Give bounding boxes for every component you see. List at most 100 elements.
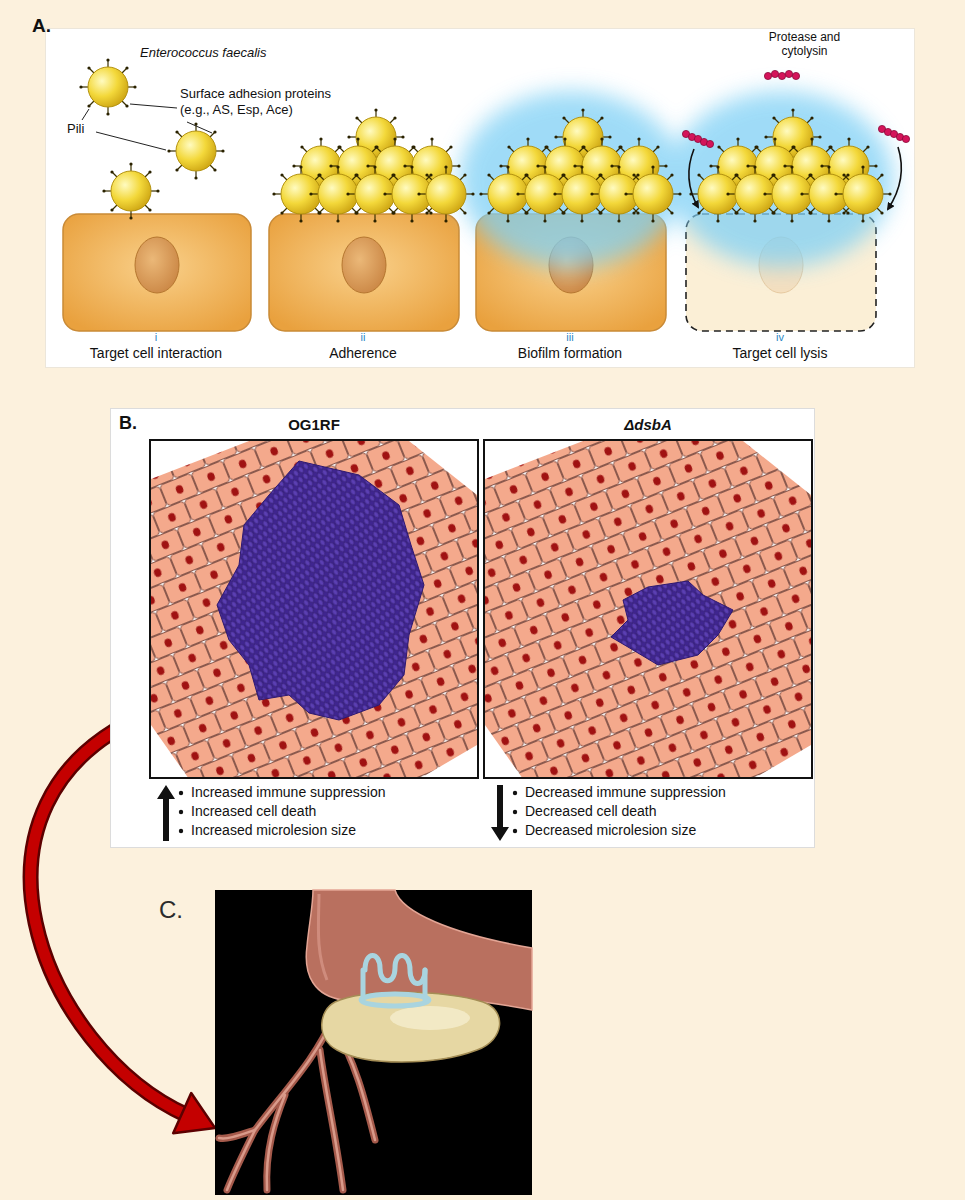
shape-circle	[706, 140, 713, 147]
shape-rect	[149, 439, 479, 779]
shape-circle	[179, 810, 183, 814]
text-holder: C.	[159, 896, 183, 925]
shape-polygon	[157, 785, 175, 841]
shape-use	[102, 162, 159, 219]
stage-caption: Adherence	[263, 345, 463, 362]
stage-caption: Target cell interaction	[56, 345, 256, 362]
shape-rect	[63, 214, 251, 331]
shape-circle	[513, 791, 517, 795]
shape-ellipse	[361, 994, 429, 1006]
image-panel: C.	[215, 890, 532, 1195]
shape-polygon	[217, 461, 424, 720]
panel-letter: A.	[32, 15, 51, 38]
shape-path	[318, 894, 327, 980]
text-holder: Decreased immune suppression	[525, 784, 726, 801]
stage-caption: Target cell lysis	[680, 345, 880, 362]
shape-path	[219, 1130, 255, 1138]
text-holder: Surface adhesion proteins (e.g., AS, Esp…	[180, 86, 350, 117]
toxin-arrows	[689, 147, 901, 209]
callout-label: Surface adhesion proteins (e.g., AS, Esp…	[180, 86, 350, 117]
text-holder: Increased immune suppression	[191, 784, 386, 801]
shape-g	[361, 955, 429, 1006]
arrow-head	[173, 1093, 215, 1133]
text-holder: A.	[32, 15, 51, 38]
text-holder: Increased microlesion size	[191, 822, 356, 839]
panel-frame: A.	[45, 28, 915, 368]
shape-path	[267, 1095, 285, 1190]
effect-text: Decreased microlesion size	[525, 822, 696, 839]
shape-use	[167, 122, 224, 179]
wound-tissue-illustration	[483, 415, 813, 847]
text-holder: ii	[263, 331, 463, 344]
shape-polygon	[485, 441, 811, 779]
shape-rect	[269, 214, 459, 331]
shape-path	[888, 147, 901, 209]
shape-polygon	[611, 581, 733, 665]
stage-number: i	[56, 331, 256, 344]
shape-path	[320, 1050, 343, 1190]
shape-circle	[764, 72, 771, 79]
panel-letter: B.	[119, 413, 137, 435]
shape-ellipse	[459, 91, 683, 267]
text-holder: Decreased cell death	[525, 803, 657, 820]
shape-rect	[150, 440, 478, 778]
shape-use	[417, 165, 474, 222]
shape-line	[187, 122, 212, 133]
callout-label: Pili	[67, 121, 84, 137]
shape-ellipse	[669, 91, 893, 267]
text-holder: ΔdsbA	[483, 416, 813, 434]
text-holder: iv	[680, 331, 880, 344]
shape-line	[82, 109, 89, 120]
shape-path	[267, 1095, 285, 1190]
text-holder: i	[56, 331, 256, 344]
strain-panel: OG1RF Increased immune suppressionIncreas…	[149, 415, 479, 847]
shape-circle	[513, 829, 517, 833]
strain-name: ΔdsbA	[483, 416, 813, 434]
effect-text: Decreased immune suppression	[525, 784, 726, 801]
shape-use	[834, 165, 891, 222]
shape-circle	[902, 135, 909, 142]
shape-circle	[778, 72, 785, 79]
text-holder: Target cell lysis	[680, 345, 880, 362]
shape-path	[365, 955, 425, 983]
shape-circle	[792, 72, 799, 79]
shape-circle	[771, 70, 778, 77]
shape-line	[96, 132, 166, 150]
stage-number: iii	[470, 331, 670, 344]
text-holder: Increased cell death	[191, 803, 316, 820]
biofilm-glow	[459, 91, 893, 267]
shape-path	[320, 1050, 343, 1190]
text-holder: OG1RF	[149, 416, 479, 434]
shape-line	[130, 104, 177, 108]
shape-rect	[483, 439, 813, 779]
shape-circle	[785, 70, 792, 77]
callout-label: Protease and cytolysin	[757, 30, 852, 59]
shape-rect	[484, 440, 812, 778]
text-holder: Protease and cytolysin	[757, 30, 852, 59]
stage-number: iv	[680, 331, 880, 344]
effect-text: Decreased cell death	[525, 803, 657, 820]
shape-polygon	[491, 785, 509, 841]
shape-polygon	[151, 441, 477, 779]
shape-path	[227, 1018, 333, 1190]
shape-path	[322, 992, 500, 1062]
text-holder: B.	[119, 413, 137, 435]
shape-ellipse	[135, 237, 179, 293]
shape-path	[689, 149, 698, 207]
toxin-chains	[682, 70, 909, 147]
panel-letter: C.	[159, 896, 183, 925]
strain-panel: ΔdsbA Decreased immune suppressionDecreas…	[483, 415, 813, 847]
text-holder: Adherence	[263, 345, 463, 362]
shape-ellipse	[390, 1006, 470, 1030]
text-holder: Biofilm formation	[470, 345, 670, 362]
effect-text: Increased cell death	[191, 803, 316, 820]
text-holder: Decreased microlesion size	[525, 822, 696, 839]
species-label: Enterococcus faecalis	[140, 45, 266, 61]
text-holder: Pili	[67, 121, 84, 137]
heart-ct-render	[215, 890, 532, 1195]
infection-stages-illustration	[46, 29, 916, 369]
shape-use	[79, 58, 136, 115]
effect-text: Increased microlesion size	[191, 822, 356, 839]
text-holder: iii	[470, 331, 670, 344]
